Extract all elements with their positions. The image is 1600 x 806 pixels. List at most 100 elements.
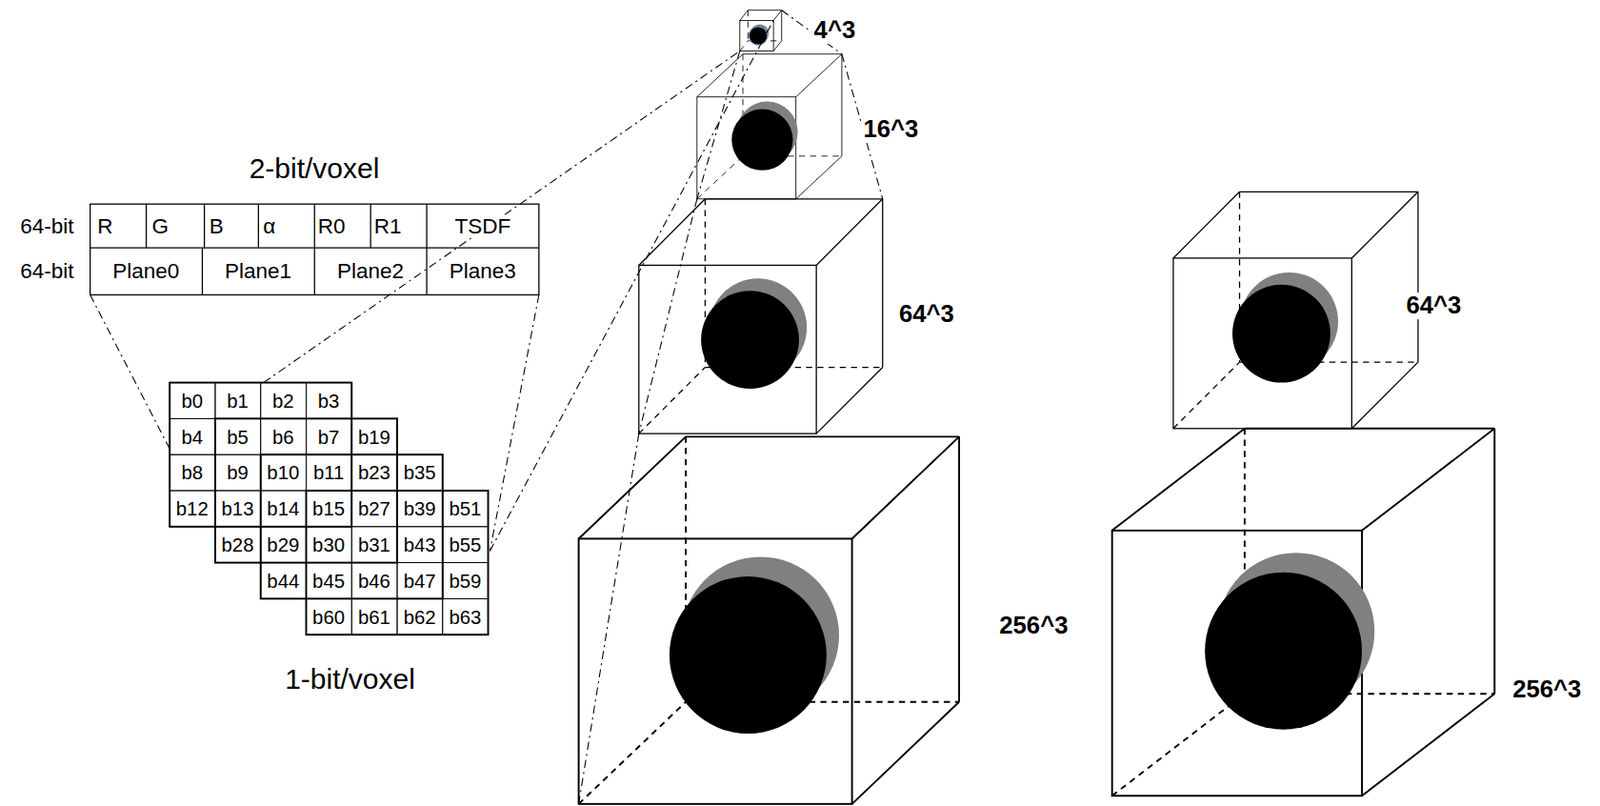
cube-edge [852, 701, 960, 804]
bit-cell [351, 490, 398, 527]
leader-line [579, 433, 640, 804]
bit-cell [260, 526, 307, 563]
hidden-edge [1112, 693, 1245, 796]
table-label: α [260, 215, 278, 240]
bit-cell [351, 454, 398, 491]
bit-label: b7 [317, 426, 341, 446]
bit-label: b55 [447, 535, 482, 555]
bit-label: b35 [402, 462, 438, 482]
bit-label: b59 [447, 571, 482, 591]
hidden-edge [1173, 361, 1240, 429]
bit-cell [442, 562, 489, 600]
voxel-cube [639, 199, 883, 434]
bit-cell [351, 598, 398, 635]
resolution-label: 16^3 [860, 116, 920, 143]
bit-label: b27 [357, 499, 392, 519]
bit-cell [397, 490, 443, 527]
table-label: 64-bit [18, 260, 76, 284]
resolution-label: 256^3 [997, 612, 1070, 640]
table-label: 2-bit/voxel [247, 153, 382, 184]
leader-line [263, 51, 740, 383]
table-cell-line [258, 203, 260, 248]
bit-label: b1 [225, 391, 250, 411]
leader-line [90, 294, 171, 449]
cube-edge [1240, 191, 1419, 193]
cube-edge [881, 199, 883, 368]
bit-cell [305, 562, 352, 600]
cube-edge [796, 156, 842, 200]
cube-edge [1173, 191, 1240, 259]
bit-cell [305, 490, 352, 527]
bit-cell [169, 490, 216, 527]
bit-label: b12 [175, 499, 210, 519]
hidden-edge [639, 367, 706, 435]
bit-cell [260, 562, 307, 600]
table-label: Plane2 [335, 260, 406, 284]
bit-cell [442, 598, 489, 635]
table-label: G [149, 215, 171, 240]
cube-edge [852, 436, 960, 539]
bit-cell [305, 382, 352, 420]
bit-label: b45 [311, 571, 346, 591]
bit-cell [351, 526, 398, 563]
bit-cell [442, 526, 489, 563]
bit-cell [305, 598, 352, 635]
cube-edge [685, 435, 960, 438]
bit-label: b62 [402, 606, 438, 626]
voxel-cubes [579, 10, 1496, 804]
bit-label: b11 [312, 462, 345, 482]
bit-label: b31 [357, 535, 392, 555]
bit-label: b46 [357, 571, 392, 591]
bit-label: b6 [271, 426, 296, 446]
bit-slab [260, 454, 443, 599]
resolution-label: 4^3 [812, 17, 859, 44]
table-label: R [95, 215, 115, 240]
table-label: 1-bit/voxel [282, 663, 418, 695]
bit-label: b8 [180, 462, 204, 482]
hidden-edge [697, 156, 743, 200]
table-label: R1 [372, 215, 404, 240]
bit-cell [397, 526, 443, 563]
bit-label: b47 [402, 571, 438, 591]
voxel-cube [579, 436, 960, 804]
bit-cell [215, 454, 261, 491]
bit-label: b61 [357, 606, 392, 626]
bit-label: b3 [317, 391, 341, 411]
bit-cell [351, 418, 398, 455]
bit-cell [305, 526, 352, 563]
cube-edge [704, 198, 882, 200]
leader-line [489, 20, 774, 551]
table-cell-line [370, 203, 372, 248]
cube-edge [639, 199, 706, 266]
table-label: TSDF [452, 215, 513, 240]
bit-cell [169, 454, 216, 491]
bit-label: b15 [311, 499, 346, 519]
bit-cell [215, 526, 261, 563]
cube-edge [816, 199, 883, 266]
bit-label: b44 [265, 571, 300, 591]
bit-cell [397, 454, 443, 491]
bit-cell [260, 382, 307, 420]
cube-edge [840, 54, 842, 157]
table-label: Plane3 [447, 260, 519, 284]
cube-face [740, 20, 774, 51]
cube-edge [1351, 361, 1419, 429]
cube-face [1173, 258, 1352, 429]
resolution-label: 64^3 [1403, 293, 1463, 320]
cube-edge [1351, 191, 1419, 259]
cube-edge [773, 10, 782, 21]
bit-label: b9 [225, 462, 250, 482]
table-cell-line [314, 203, 316, 248]
bit-slab [305, 490, 488, 635]
leader-line [489, 294, 539, 551]
hidden-edge [579, 701, 686, 804]
object-sphere [1232, 284, 1331, 383]
bit-cell [169, 418, 216, 455]
table-label: B [207, 215, 226, 240]
table-label: Plane1 [222, 260, 294, 284]
bit-label: b63 [447, 606, 482, 626]
bit-cell [397, 598, 443, 635]
table-cell-line [425, 247, 427, 295]
bit-cell [260, 454, 307, 491]
cube-edge [1361, 693, 1495, 796]
